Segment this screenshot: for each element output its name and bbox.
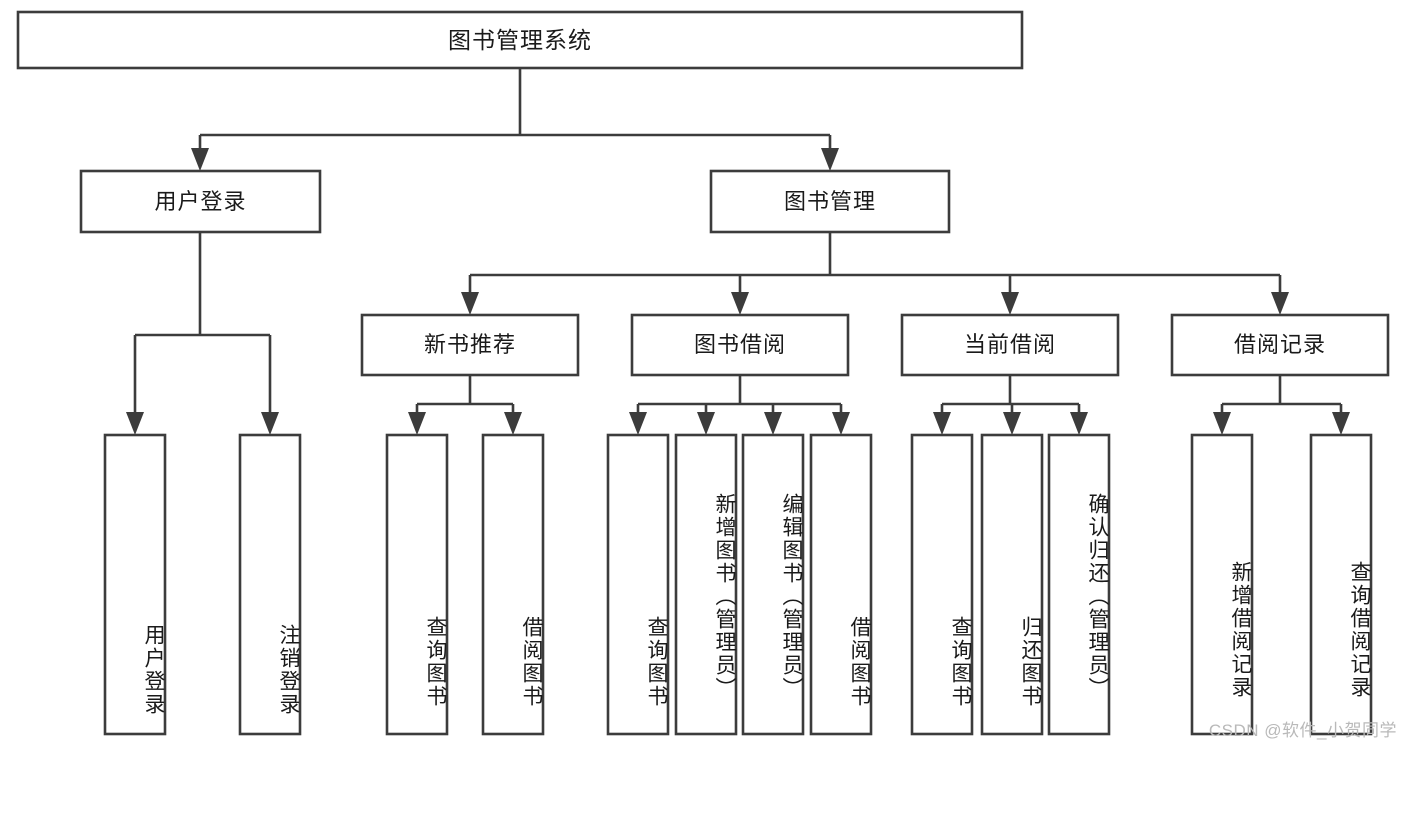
watermark-text: CSDN @软件_小贺同学: [1208, 721, 1397, 740]
leaf-box-query-book-2[interactable]: [606, 433, 670, 736]
leaf-label-borrow-book-1: 借阅图书: [520, 615, 543, 708]
node-box-root[interactable]: [16, 10, 1024, 70]
leaf-box-add-record[interactable]: [1190, 433, 1254, 736]
leaf-box-confirm-return[interactable]: [1047, 433, 1111, 736]
node-label-new-book-recommend: 新书推荐: [423, 332, 516, 357]
leaf-box-borrow-book-1[interactable]: [481, 433, 545, 736]
leaf-label-return-book: 归还图书: [1019, 615, 1042, 708]
diagram-canvas: 图书管理系统 用户登录 图书管理 新书推荐 图书借阅 当前借阅 借阅记录 用户登…: [16, 10, 1397, 740]
leaf-label-user-logout: 注销登录: [277, 623, 300, 716]
node-box-current-borrow[interactable]: [900, 313, 1120, 377]
leaf-box-borrow-book-2[interactable]: [809, 433, 873, 736]
leaf-box-add-book[interactable]: [674, 433, 738, 736]
node-label-root: 图书管理系统: [448, 26, 592, 53]
connector-borrow-record-to-leaves: [1213, 375, 1350, 435]
leaf-box-user-logout[interactable]: [238, 433, 302, 736]
leaf-box-query-record[interactable]: [1309, 433, 1373, 736]
node-label-user-login: 用户登录: [154, 188, 247, 214]
leaf-label-confirm-return: 确认归还（管理员）: [1086, 493, 1109, 700]
connector-current-borrow-to-leaves: [933, 375, 1088, 435]
connector-root-to-level2: [191, 68, 839, 171]
leaf-label-borrow-book-2: 借阅图书: [848, 615, 871, 708]
leaf-box-query-book-1[interactable]: [385, 433, 449, 736]
node-label-current-borrow: 当前借阅: [963, 332, 1056, 357]
connector-book-manage-to-level3: [461, 232, 1289, 315]
node-label-borrow-record: 借阅记录: [1233, 332, 1326, 357]
connector-new-book-recommend-to-leaves: [408, 375, 522, 435]
leaf-label-query-record: 查询借阅记录: [1348, 560, 1371, 699]
leaf-label-query-book-3: 查询图书: [949, 615, 972, 708]
diagram-svg: [16, 10, 1390, 736]
leaf-label-add-record: 新增借阅记录: [1229, 560, 1252, 699]
node-box-new-book-recommend[interactable]: [360, 313, 580, 377]
connector-user-login-to-leaves: [126, 232, 279, 435]
leaf-box-user-login[interactable]: [103, 433, 167, 736]
node-label-book-manage: 图书管理: [783, 188, 876, 214]
leaf-box-query-book-3[interactable]: [910, 433, 974, 736]
leaf-label-edit-book: 编辑图书（管理员）: [780, 493, 803, 700]
leaf-label-query-book-2: 查询图书: [645, 615, 668, 708]
connector-book-borrow-to-leaves: [629, 375, 850, 435]
node-box-user-login[interactable]: [79, 169, 322, 234]
leaf-label-user-login: 用户登录: [142, 623, 165, 716]
leaf-label-add-book: 新增图书（管理员）: [713, 493, 736, 700]
leaf-box-return-book[interactable]: [980, 433, 1044, 736]
leaf-label-query-book-1: 查询图书: [424, 615, 447, 708]
node-label-book-borrow: 图书借阅: [693, 332, 786, 357]
